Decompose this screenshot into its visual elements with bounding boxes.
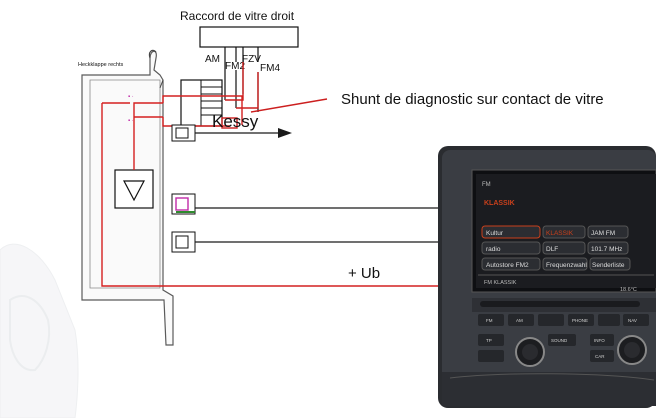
radio-station-title: KLASSIK <box>484 200 515 207</box>
shunt-annotation-arrow <box>250 98 328 113</box>
preset-row2-mid[interactable]: DLF <box>546 246 558 253</box>
pin-label-am: AM <box>205 54 220 65</box>
shunt-wire-fm4 <box>236 72 259 109</box>
window-connector: Raccord de vitre droit AM FM2 FZV FM4 <box>180 9 604 129</box>
ub-label: + Ub <box>348 265 380 282</box>
hard-button-sound[interactable]: SOUND <box>551 338 568 343</box>
preset-row3-right[interactable]: Senderliste <box>592 262 625 269</box>
pin-label-fm2: FM2 <box>225 61 245 72</box>
hard-button-car[interactable]: CAR <box>595 354 605 359</box>
connector-am-fm <box>171 193 196 215</box>
radio-hard-buttons: FM AM PHONE NAV TP SOUND INFO CAR <box>478 314 649 362</box>
radio-head-unit: FM KLASSIK Kultur KLASSIK JAM FM radio D… <box>438 146 656 408</box>
shunt-wire-fzv <box>225 62 244 101</box>
preset-row2-left[interactable]: radio <box>486 246 501 253</box>
connector-housing <box>199 26 299 48</box>
red-power-wiring <box>101 95 455 287</box>
hard-button-nav[interactable]: NAV <box>628 318 637 323</box>
hard-button-info[interactable]: INFO <box>594 338 605 343</box>
preset-row1-mid[interactable]: KLASSIK <box>546 230 574 237</box>
radio-footer-right: 18.6°C <box>620 287 637 293</box>
antenna-connectors <box>171 124 196 253</box>
panel-label: Heckklappe rechts <box>78 62 123 68</box>
connector-title: Raccord de vitre droit <box>180 9 295 23</box>
preset-row3-mid[interactable]: Frequenzwahl <box>546 262 587 269</box>
kessy-label: Kessy <box>212 112 259 131</box>
radio-preset-rows: Kultur KLASSIK JAM FM radio DLF 101.7 MH… <box>481 225 631 271</box>
panel-mark-1: ▪ · <box>128 94 134 100</box>
radio-header-small: FM <box>482 182 491 188</box>
background-car-silhouette <box>0 243 79 418</box>
amplifier-box <box>114 169 154 209</box>
signal-wires <box>195 132 455 243</box>
shunt-note: Shunt de diagnostic sur contact de vitre <box>341 91 604 108</box>
kessy-arrow-icon <box>278 128 292 138</box>
connector-kessy <box>171 124 196 142</box>
radio-footer-left: FM KLASSIK <box>484 280 517 286</box>
hard-button-phone[interactable]: PHONE <box>572 318 588 323</box>
preset-row1-left[interactable]: Kultur <box>486 230 504 237</box>
pin-label-fm4: FM4 <box>260 63 280 74</box>
connector-fm2 <box>171 231 196 253</box>
panel-mark-2: ▪ · <box>128 118 134 124</box>
hard-button-fm[interactable]: FM <box>486 318 493 323</box>
preset-row3-left[interactable]: Autostore FM2 <box>486 262 529 269</box>
preset-row1-right[interactable]: JAM FM <box>591 230 615 237</box>
pin-label-fzv: FZV <box>242 54 261 65</box>
preset-row2-right[interactable]: 101.7 MHz <box>591 246 622 253</box>
hard-button-tp[interactable]: TP <box>486 338 492 343</box>
hard-button-am[interactable]: AM <box>516 318 523 323</box>
